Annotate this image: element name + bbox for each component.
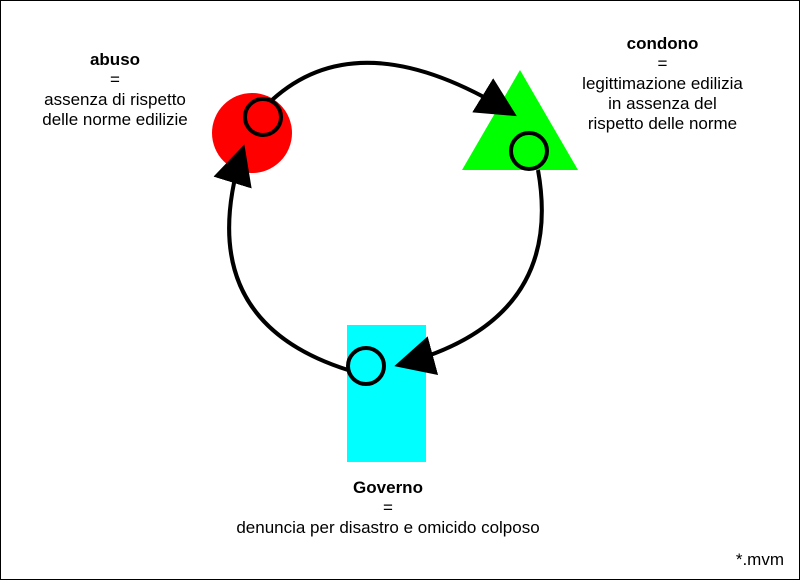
- abuso-description-line-1: assenza di rispetto: [44, 90, 186, 109]
- governo-node-ring: [346, 346, 386, 386]
- abuso-label: abuso = assenza di rispetto delle norme …: [20, 50, 210, 130]
- condono-node-ring: [509, 131, 549, 171]
- governo-cyan-rectangle: [347, 325, 426, 462]
- condono-title: condono: [626, 34, 699, 53]
- governo-description-line-1: denuncia per disastro e omicido colposo: [236, 518, 540, 537]
- abuso-node-ring: [243, 97, 283, 137]
- condono-equals: =: [657, 54, 668, 73]
- condono-green-triangle: [462, 70, 578, 170]
- governo-equals: =: [383, 498, 393, 517]
- governo-title: Governo: [353, 478, 423, 497]
- author-signature: *.mvm: [735, 550, 784, 569]
- abuso-description-line-2: delle norme edilizie: [42, 110, 188, 129]
- condono-description-line-1: legittimazione edilizia: [582, 74, 743, 93]
- condono-description-line-2: in assenza del: [608, 94, 717, 113]
- condono-label: condono = legittimazione edilizia in ass…: [555, 34, 770, 134]
- abuso-title: abuso: [89, 50, 141, 69]
- governo-label: Governo = denuncia per disastro e omicid…: [188, 478, 588, 538]
- abuso-equals: =: [110, 70, 120, 89]
- arrow-governo-to-abuso: [213, 144, 349, 372]
- arrow-abuso-to-condono: [270, 60, 517, 117]
- arrow-condono-to-governo: [394, 169, 544, 375]
- condono-description-line-3: rispetto delle norme: [587, 114, 738, 133]
